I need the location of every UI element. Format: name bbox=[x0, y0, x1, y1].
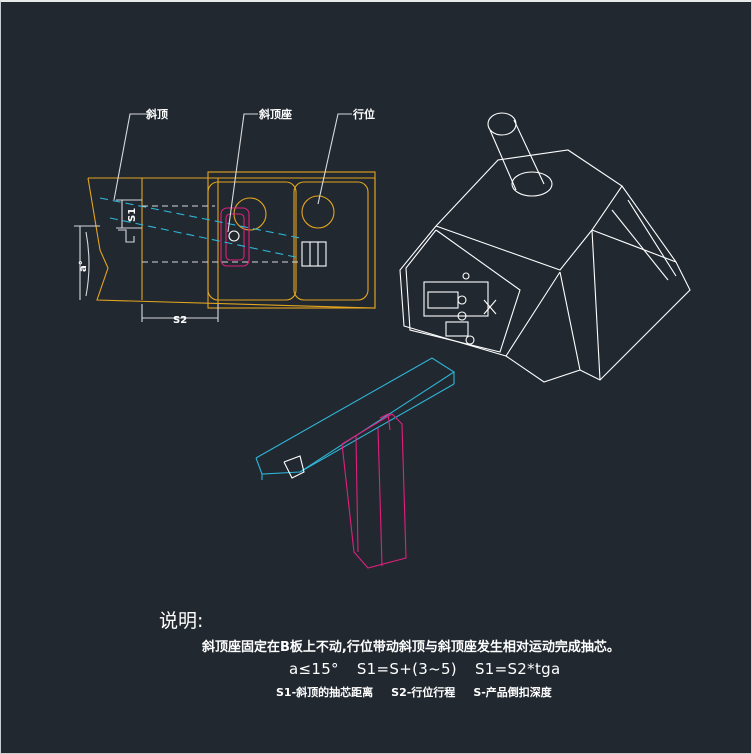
legend-s: S-产品倒扣深度 bbox=[473, 686, 552, 699]
legend-s2: S2-行位行程 bbox=[391, 686, 456, 699]
slider-3d bbox=[399, 112, 691, 383]
formula-s1-s2: S1=S2*tga bbox=[474, 660, 561, 678]
dim-s1: S1 bbox=[127, 208, 138, 222]
formula-s1: S1=S+(3~5) bbox=[356, 660, 457, 678]
slanted-top-3d bbox=[255, 357, 456, 569]
dim-angle: a° bbox=[78, 260, 89, 272]
seat-outline bbox=[220, 207, 250, 267]
notes-formulas: a≤15° S1=S+(3~5) S1=S2*tga bbox=[289, 660, 560, 678]
label-slanted-top-seat: 斜顶座 bbox=[258, 107, 292, 121]
notes-description: 斜顶座固定在B板上不动,行位带动斜顶与斜顶座发生相对运动完成抽芯。 bbox=[202, 640, 620, 655]
dim-s2: S2 bbox=[173, 315, 187, 326]
notes-legend: S1-斜顶的抽芯距离 S2-行位行程 S-产品倒扣深度 bbox=[276, 684, 552, 700]
formula-angle: a≤15° bbox=[289, 660, 339, 678]
section-view bbox=[74, 113, 376, 322]
slanted-top-outline bbox=[87, 177, 376, 309]
legend-s1: S1-斜顶的抽芯距离 bbox=[276, 686, 374, 699]
label-slanted-top: 斜顶 bbox=[145, 107, 168, 121]
label-slider: 行位 bbox=[352, 107, 375, 121]
notes-title: 说明: bbox=[159, 610, 204, 632]
